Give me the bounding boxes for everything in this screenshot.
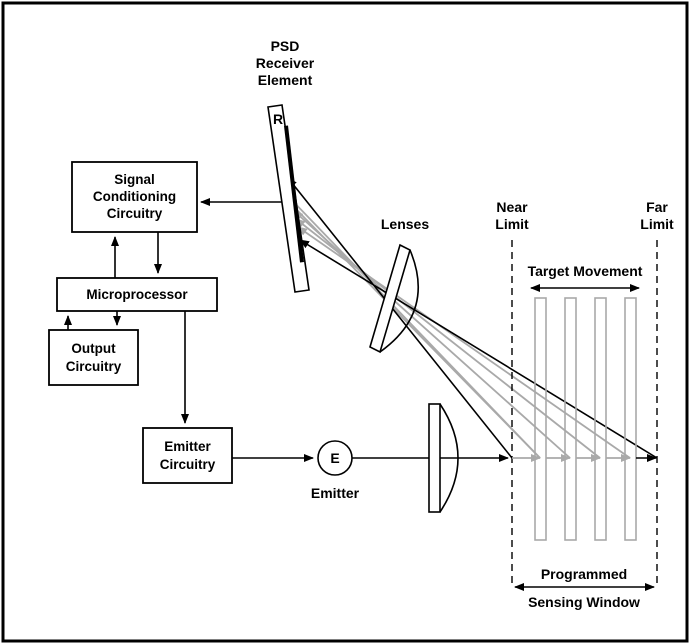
output-circuitry-line-2: Circuitry [66, 359, 122, 374]
target-positions [534, 297, 637, 541]
emitter-circuitry-line-2: Circuitry [160, 457, 216, 472]
near-limit-line-2: Limit [495, 216, 529, 232]
gray-reflection-rays [284, 192, 631, 459]
emitter-lens [428, 403, 459, 513]
sensing-window-line-1: Programmed [541, 566, 627, 582]
near-reflection-ray [287, 177, 513, 459]
microprocessor-block: Microprocessor [56, 277, 218, 312]
emitter-circuitry-block: Emitter Circuitry [142, 427, 233, 484]
lenses-label: Lenses [381, 216, 429, 232]
microprocessor-label: Microprocessor [86, 287, 188, 302]
psd-label-line-3: Element [258, 72, 313, 88]
far-reflection-ray [299, 239, 658, 459]
far-limit-line-1: Far [646, 199, 668, 215]
psd-receiver-element [267, 104, 310, 293]
far-limit-line-2: Limit [640, 216, 674, 232]
psd-label-line-2: Receiver [256, 55, 315, 71]
receiver-letter: R [273, 111, 283, 127]
emitter-label: Emitter [311, 485, 360, 501]
signal-conditioning-line-3: Circuitry [107, 206, 163, 221]
signal-conditioning-block: Signal Conditioning Circuitry [71, 161, 198, 233]
receiver-lens [369, 243, 420, 354]
output-circuitry-block: Output Circuitry [48, 329, 139, 386]
near-limit-line-1: Near [496, 199, 528, 215]
signal-conditioning-line-1: Signal [114, 172, 155, 187]
emitter-circuitry-line-1: Emitter [164, 439, 211, 454]
output-circuitry-line-1: Output [71, 341, 116, 356]
target-movement-label: Target Movement [528, 263, 643, 279]
emitter-letter: E [330, 450, 339, 466]
psd-label-line-1: PSD [271, 38, 300, 54]
signal-conditioning-line-2: Conditioning [93, 189, 176, 204]
sensing-window-line-2: Sensing Window [528, 594, 640, 610]
